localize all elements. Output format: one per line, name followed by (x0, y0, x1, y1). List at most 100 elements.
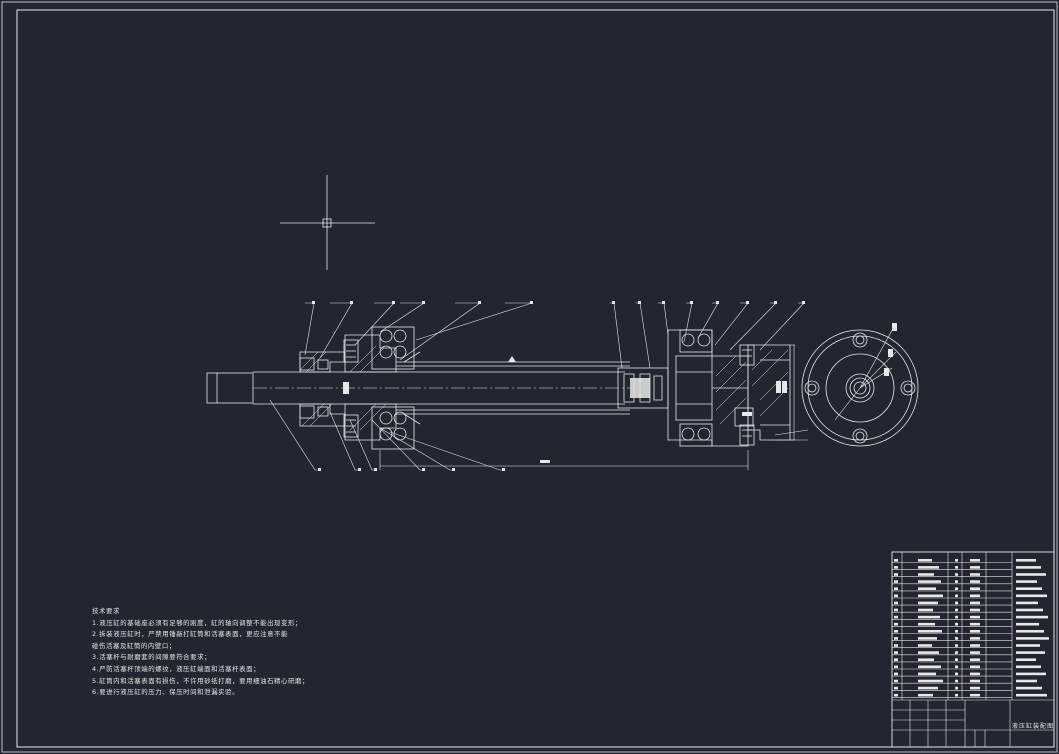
note-line: 3.活塞杆与耐磨套的间隙要符合要求； (92, 653, 212, 662)
parts-row-text-mark (918, 637, 937, 640)
parts-row-text-mark (970, 580, 980, 583)
parts-row-text-mark (894, 644, 898, 647)
parts-row-text-mark (1016, 630, 1044, 633)
parts-row-text-mark (970, 566, 980, 569)
parts-row-text-mark (918, 630, 942, 633)
parts-row-text-mark (955, 573, 958, 576)
parts-row-text-mark (894, 615, 898, 619)
parts-row-text-mark (970, 559, 980, 562)
parts-row-text-mark (894, 630, 898, 633)
parts-row-text-mark (955, 587, 958, 590)
parts-row-text-mark (970, 622, 980, 626)
parts-row-text-mark (1016, 608, 1043, 612)
crosshair-cursor-icon (280, 175, 375, 270)
parts-row-text-mark (918, 559, 932, 562)
parts-row-text-mark (918, 693, 933, 697)
parts-row-text-mark (894, 587, 898, 590)
parts-row-text-mark (1016, 566, 1041, 569)
parts-row-text-mark (918, 665, 941, 669)
parts-row-text-mark (918, 679, 943, 683)
parts-row-text-mark (1016, 672, 1046, 676)
parts-row-text-mark (894, 566, 898, 569)
parts-row-text-mark (1016, 679, 1037, 683)
parts-row-text-mark (1016, 587, 1042, 590)
parts-row-text-mark (970, 693, 980, 697)
parts-row-text-mark (970, 630, 980, 633)
parts-row-text-mark (970, 615, 980, 619)
parts-row-text-mark (918, 594, 943, 598)
sheet-inner-frame (16, 9, 1055, 748)
parts-row-text-mark (918, 573, 934, 576)
parts-row-text-mark (894, 573, 898, 576)
parts-row-text-mark (955, 637, 958, 640)
note-line: 4.严防活塞杆顶端的螺纹，液压缸端面和活塞杆表面； (92, 664, 261, 673)
parts-row-text-mark (1016, 573, 1046, 576)
parts-row-text-mark (894, 580, 898, 583)
parts-row-text-mark (955, 622, 958, 626)
parts-row-text-mark (1016, 622, 1039, 626)
parts-row-text-mark (955, 679, 958, 683)
parts-row-text-mark (894, 658, 898, 661)
parts-row-text-mark (970, 573, 980, 576)
technical-notes: 技术要求 1.液压缸的基础座必须有足够的刚度，缸的轴向调整不能出现变形； 2.拆… (92, 606, 392, 699)
parts-row-text-mark (970, 601, 980, 605)
parts-row-text-mark (970, 608, 980, 612)
parts-row-text-mark (1016, 637, 1049, 640)
dimension-lines (379, 344, 795, 470)
parts-row-text-mark (955, 686, 958, 690)
parts-row-text-mark (970, 686, 980, 690)
parts-row-text-mark (894, 608, 898, 612)
leader-dots (312, 301, 805, 471)
parts-row-text-mark (918, 672, 936, 676)
parts-row-text-mark (1016, 658, 1036, 661)
parts-row-text-mark (955, 559, 958, 562)
parts-row-text-mark (955, 566, 958, 569)
parts-row-text-mark (970, 637, 980, 640)
parts-row-text-mark (970, 644, 980, 647)
parts-row-text-mark (1016, 651, 1045, 654)
parts-row-text-mark (955, 615, 958, 619)
parts-row-text-mark (918, 601, 938, 605)
parts-row-text-mark (918, 580, 941, 583)
title-block-drawing-name: 液压缸装配图 (1012, 723, 1055, 730)
note-line: 6.要进行液压缸的压力、保压时间和泄漏实验。 (92, 688, 240, 697)
parts-row-text-mark (918, 587, 936, 590)
parts-row-text-mark (918, 566, 939, 569)
parts-row-text-mark (894, 679, 898, 683)
parts-row-text-mark (894, 693, 898, 697)
parts-row-text-mark (894, 594, 898, 598)
notes-heading: 技术要求 (92, 607, 120, 615)
parts-row-text-mark (970, 651, 980, 654)
rod-end-cap (206, 372, 254, 404)
parts-row-text-mark (955, 658, 958, 661)
parts-row-text-mark (894, 637, 898, 640)
note-line: 碰伤活塞及缸筒的内壁口； (92, 641, 176, 650)
parts-row-text-mark (918, 608, 933, 612)
parts-row-text-mark (1016, 601, 1038, 605)
parts-row-text-mark (955, 608, 958, 612)
parts-row-text-mark (1016, 665, 1041, 669)
note-line: 1.液压缸的基础座必须有足够的刚度，缸的轴向调整不能出现变形； (92, 618, 303, 627)
parts-row-text-mark (894, 601, 898, 605)
cylinder-section-view (206, 326, 791, 463)
parts-row-text-mark (1016, 559, 1036, 562)
parts-row-text-mark (1016, 594, 1047, 598)
parts-row-text-mark (955, 594, 958, 598)
parts-row-text-mark (955, 665, 958, 669)
parts-row-text-mark (970, 658, 980, 661)
parts-row-text-mark (894, 559, 898, 562)
parts-row-text-mark (955, 630, 958, 633)
parts-row-text-mark (955, 672, 958, 676)
cylinder-end-view (801, 323, 919, 447)
parts-row-text-mark (1016, 644, 1040, 647)
parts-row-text-mark (894, 665, 898, 669)
parts-row-text-mark (970, 679, 980, 683)
parts-row-text-mark (955, 601, 958, 605)
parts-row-text-mark (955, 644, 958, 647)
title-block (891, 551, 1055, 748)
parts-row-text-mark (918, 658, 934, 661)
parts-row-text-mark (970, 594, 980, 598)
